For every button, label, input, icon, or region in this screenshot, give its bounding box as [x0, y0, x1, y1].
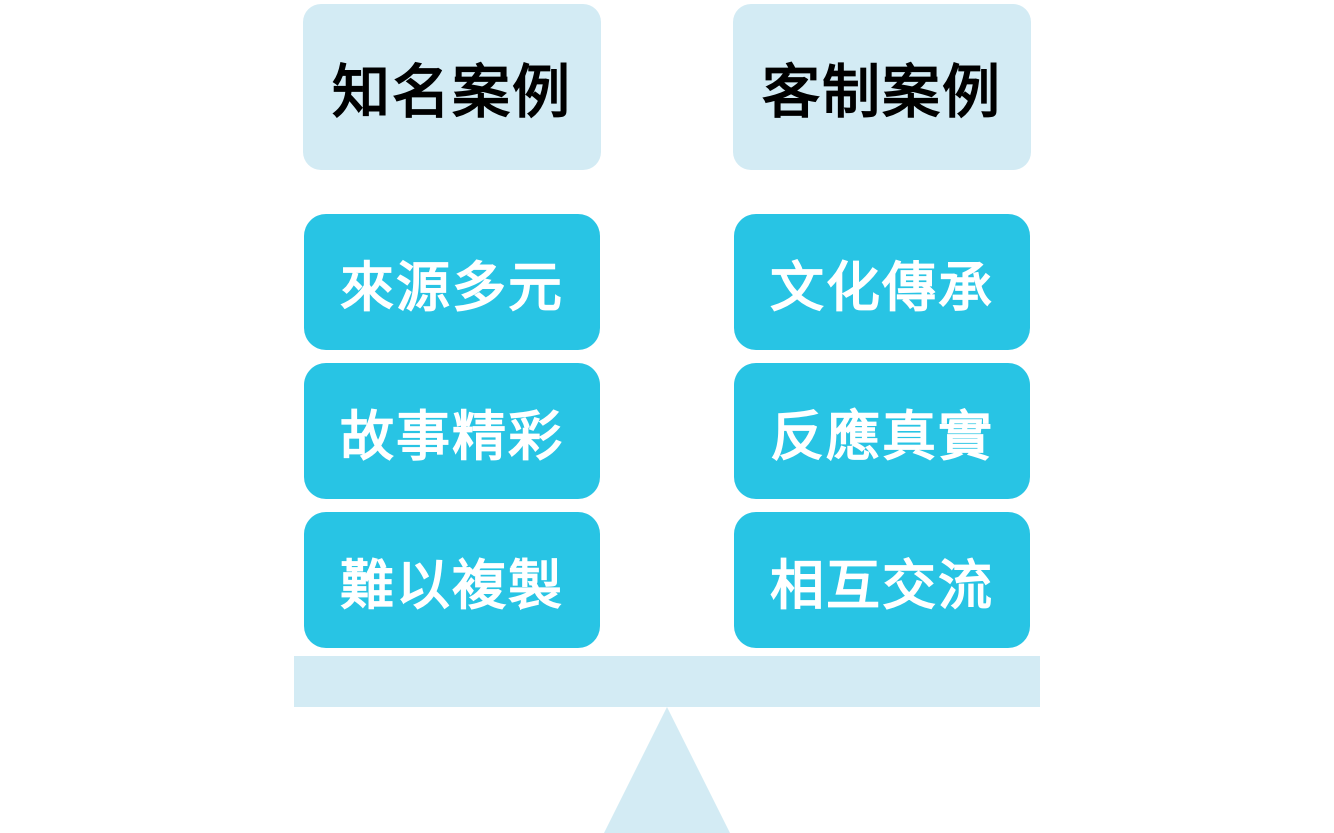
- left-item-3: 難以複製: [304, 512, 600, 648]
- right-item-1: 文化傳承: [734, 214, 1030, 350]
- left-item-2: 故事精彩: [304, 363, 600, 499]
- right-item-3: 相互交流: [734, 512, 1030, 648]
- right-header: 客制案例: [733, 4, 1031, 170]
- left-item-1: 來源多元: [304, 214, 600, 350]
- right-item-2: 反應真實: [734, 363, 1030, 499]
- balance-beam: [294, 656, 1040, 707]
- balance-fulcrum: [604, 707, 730, 833]
- left-header: 知名案例: [303, 4, 601, 170]
